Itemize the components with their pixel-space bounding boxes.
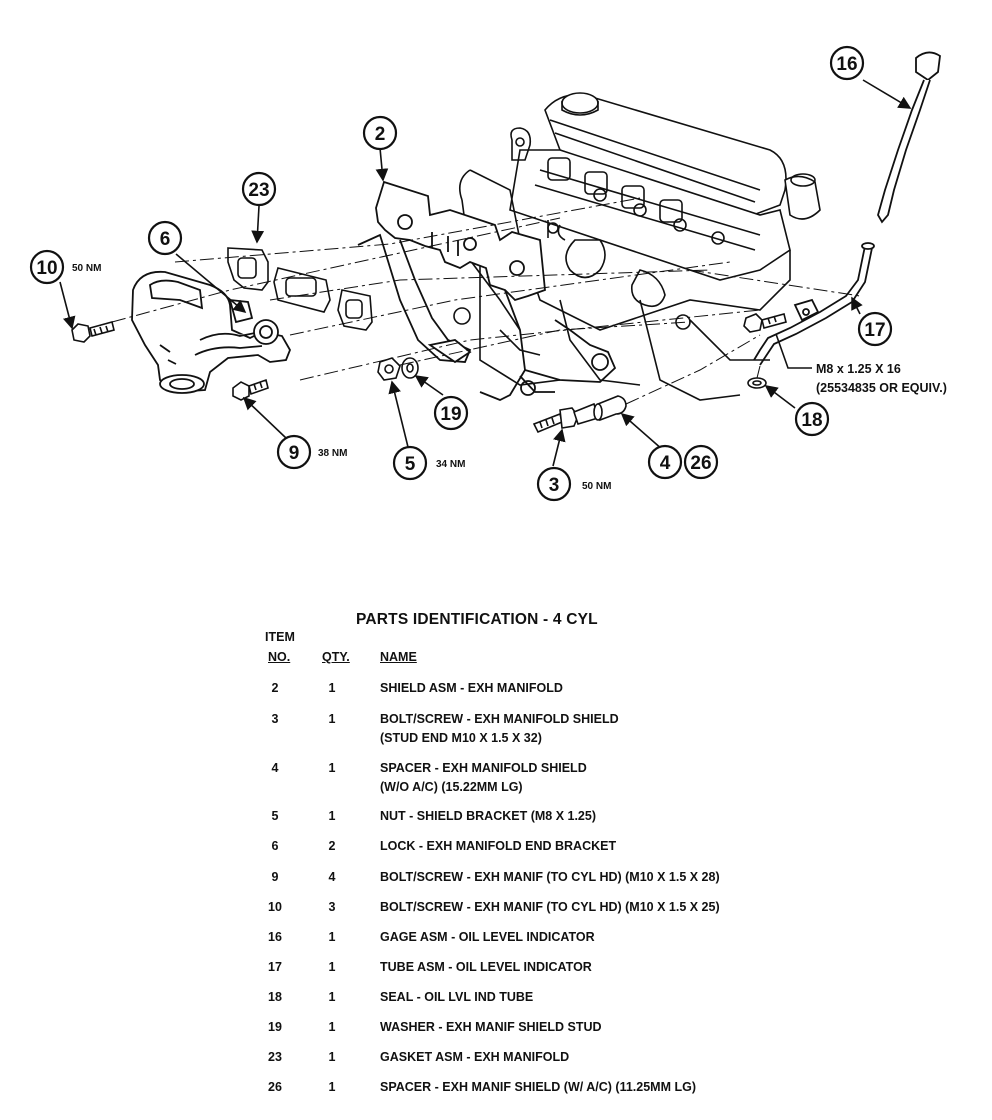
item-no: 4 bbox=[271, 761, 279, 775]
callout-18: 18 bbox=[794, 401, 830, 437]
shield-bracket bbox=[357, 233, 617, 401]
bolt-spec-note: M8 x 1.25 X 16 (25534835 OR EQUIV.) bbox=[816, 362, 947, 395]
svg-text:50 NM: 50 NM bbox=[582, 481, 611, 492]
item-no: 16 bbox=[268, 930, 282, 944]
item-no: 17 bbox=[268, 960, 282, 974]
engine-block-illustration bbox=[453, 92, 821, 401]
item-name: BOLT/SCREW - EXH MANIF (TO CYL HD) (M10 … bbox=[380, 870, 720, 884]
svg-text:19: 19 bbox=[440, 404, 461, 425]
item-name: TUBE ASM - OIL LEVEL INDICATOR bbox=[380, 960, 592, 974]
svg-text:(25534835 OR EQUIV.): (25534835 OR EQUIV.) bbox=[816, 381, 947, 395]
svg-text:M8 x 1.25 X 16: M8 x 1.25 X 16 bbox=[816, 362, 901, 376]
svg-text:26: 26 bbox=[690, 453, 711, 474]
item-qty: 1 bbox=[328, 1050, 336, 1064]
fasteners bbox=[71, 313, 787, 434]
oil-level-indicator bbox=[877, 51, 941, 224]
column-header-no: NO. bbox=[268, 650, 291, 664]
svg-text:50 NM: 50 NM bbox=[72, 263, 101, 274]
item-qty: 4 bbox=[328, 870, 336, 884]
callout-9: 9 38 NM bbox=[276, 434, 347, 470]
item-no: 6 bbox=[271, 839, 279, 853]
oil-level-tube bbox=[753, 242, 875, 366]
callout-3: 3 50 NM bbox=[536, 466, 611, 502]
svg-text:18: 18 bbox=[801, 410, 822, 431]
item-no: 18 bbox=[268, 990, 282, 1004]
column-header-name: NAME bbox=[380, 650, 417, 664]
svg-text:6: 6 bbox=[160, 229, 171, 250]
item-name: SEAL - OIL LVL IND TUBE bbox=[380, 990, 534, 1004]
callout-4: 4 bbox=[647, 444, 683, 480]
item-no: 10 bbox=[268, 900, 282, 914]
callout-10: 10 50 NM bbox=[29, 249, 101, 285]
item-no: 19 bbox=[268, 1020, 282, 1034]
column-header-qty: QTY. bbox=[322, 650, 350, 664]
parts-table-title: PARTS IDENTIFICATION - 4 CYL bbox=[356, 611, 598, 628]
item-no: 23 bbox=[268, 1050, 282, 1064]
parts-identification-table: PARTS IDENTIFICATION - 4 CYL ITEM NO. QT… bbox=[0, 600, 992, 1120]
callout-2: 2 bbox=[362, 115, 398, 151]
item-name: NUT - SHIELD BRACKET (M8 X 1.25) bbox=[380, 809, 596, 823]
callout-5: 5 34 NM bbox=[392, 445, 465, 481]
svg-text:3: 3 bbox=[549, 475, 560, 496]
item-qty: 1 bbox=[328, 761, 336, 775]
item-qty: 1 bbox=[328, 930, 336, 944]
svg-text:4: 4 bbox=[660, 453, 671, 474]
item-name: SPACER - EXH MANIF SHIELD (W/ A/C) (11.2… bbox=[380, 1080, 696, 1094]
item-no: 2 bbox=[271, 681, 279, 695]
item-name: SHIELD ASM - EXH MANIFOLD bbox=[380, 681, 563, 695]
oil-tube-seal bbox=[747, 377, 767, 389]
exhaust-manifold-diagram: 2 23 6 10 50 NM 9 38 NM 5 34 NM 19 3 50 … bbox=[29, 45, 947, 502]
item-name: GAGE ASM - OIL LEVEL INDICATOR bbox=[380, 930, 595, 944]
exhaust-manifold bbox=[131, 270, 291, 394]
item-no: 9 bbox=[271, 870, 279, 884]
svg-text:16: 16 bbox=[836, 54, 857, 75]
item-qty: 1 bbox=[328, 681, 336, 695]
item-name: WASHER - EXH MANIF SHIELD STUD bbox=[380, 1020, 602, 1034]
item-qty: 1 bbox=[328, 809, 336, 823]
exhaust-manifold-shield bbox=[375, 180, 546, 302]
item-no: 3 bbox=[271, 712, 279, 726]
manifold-gasket bbox=[227, 247, 373, 331]
callout-17: 17 bbox=[857, 311, 893, 347]
svg-text:2: 2 bbox=[375, 124, 386, 145]
item-qty: 3 bbox=[328, 900, 336, 914]
item-qty: 2 bbox=[328, 839, 336, 853]
callout-26: 26 bbox=[683, 444, 719, 480]
callout-16: 16 bbox=[829, 45, 865, 81]
svg-text:34 NM: 34 NM bbox=[436, 459, 465, 470]
item-qty: 1 bbox=[328, 712, 336, 726]
item-name: LOCK - EXH MANIFOLD END BRACKET bbox=[380, 839, 617, 853]
svg-text:5: 5 bbox=[405, 454, 416, 475]
item-no: 5 bbox=[271, 809, 279, 823]
item-name: BOLT/SCREW - EXH MANIFOLD SHIELD bbox=[380, 712, 619, 726]
callout-23: 23 bbox=[241, 171, 277, 207]
item-name-detail: (W/O A/C) (15.22MM LG) bbox=[380, 780, 523, 794]
item-qty: 1 bbox=[328, 990, 336, 1004]
leader-lines bbox=[59, 79, 912, 467]
item-name: SPACER - EXH MANIFOLD SHIELD bbox=[380, 761, 587, 775]
item-name: GASKET ASM - EXH MANIFOLD bbox=[380, 1050, 570, 1064]
item-no: 26 bbox=[268, 1080, 282, 1094]
item-qty: 1 bbox=[328, 1020, 336, 1034]
item-qty: 1 bbox=[328, 1080, 336, 1094]
item-name-detail: (STUD END M10 X 1.5 X 32) bbox=[380, 731, 542, 745]
svg-text:10: 10 bbox=[36, 258, 57, 279]
alignment-centerlines bbox=[111, 197, 861, 405]
callout-6: 6 bbox=[147, 220, 183, 256]
svg-text:38 NM: 38 NM bbox=[318, 448, 347, 459]
svg-text:17: 17 bbox=[864, 320, 885, 341]
svg-text:9: 9 bbox=[289, 443, 300, 464]
callout-19: 19 bbox=[433, 395, 469, 431]
item-name: BOLT/SCREW - EXH MANIF (TO CYL HD) (M10 … bbox=[380, 900, 720, 914]
svg-text:23: 23 bbox=[248, 180, 269, 201]
column-header-item: ITEM bbox=[265, 630, 295, 644]
item-qty: 1 bbox=[328, 960, 336, 974]
